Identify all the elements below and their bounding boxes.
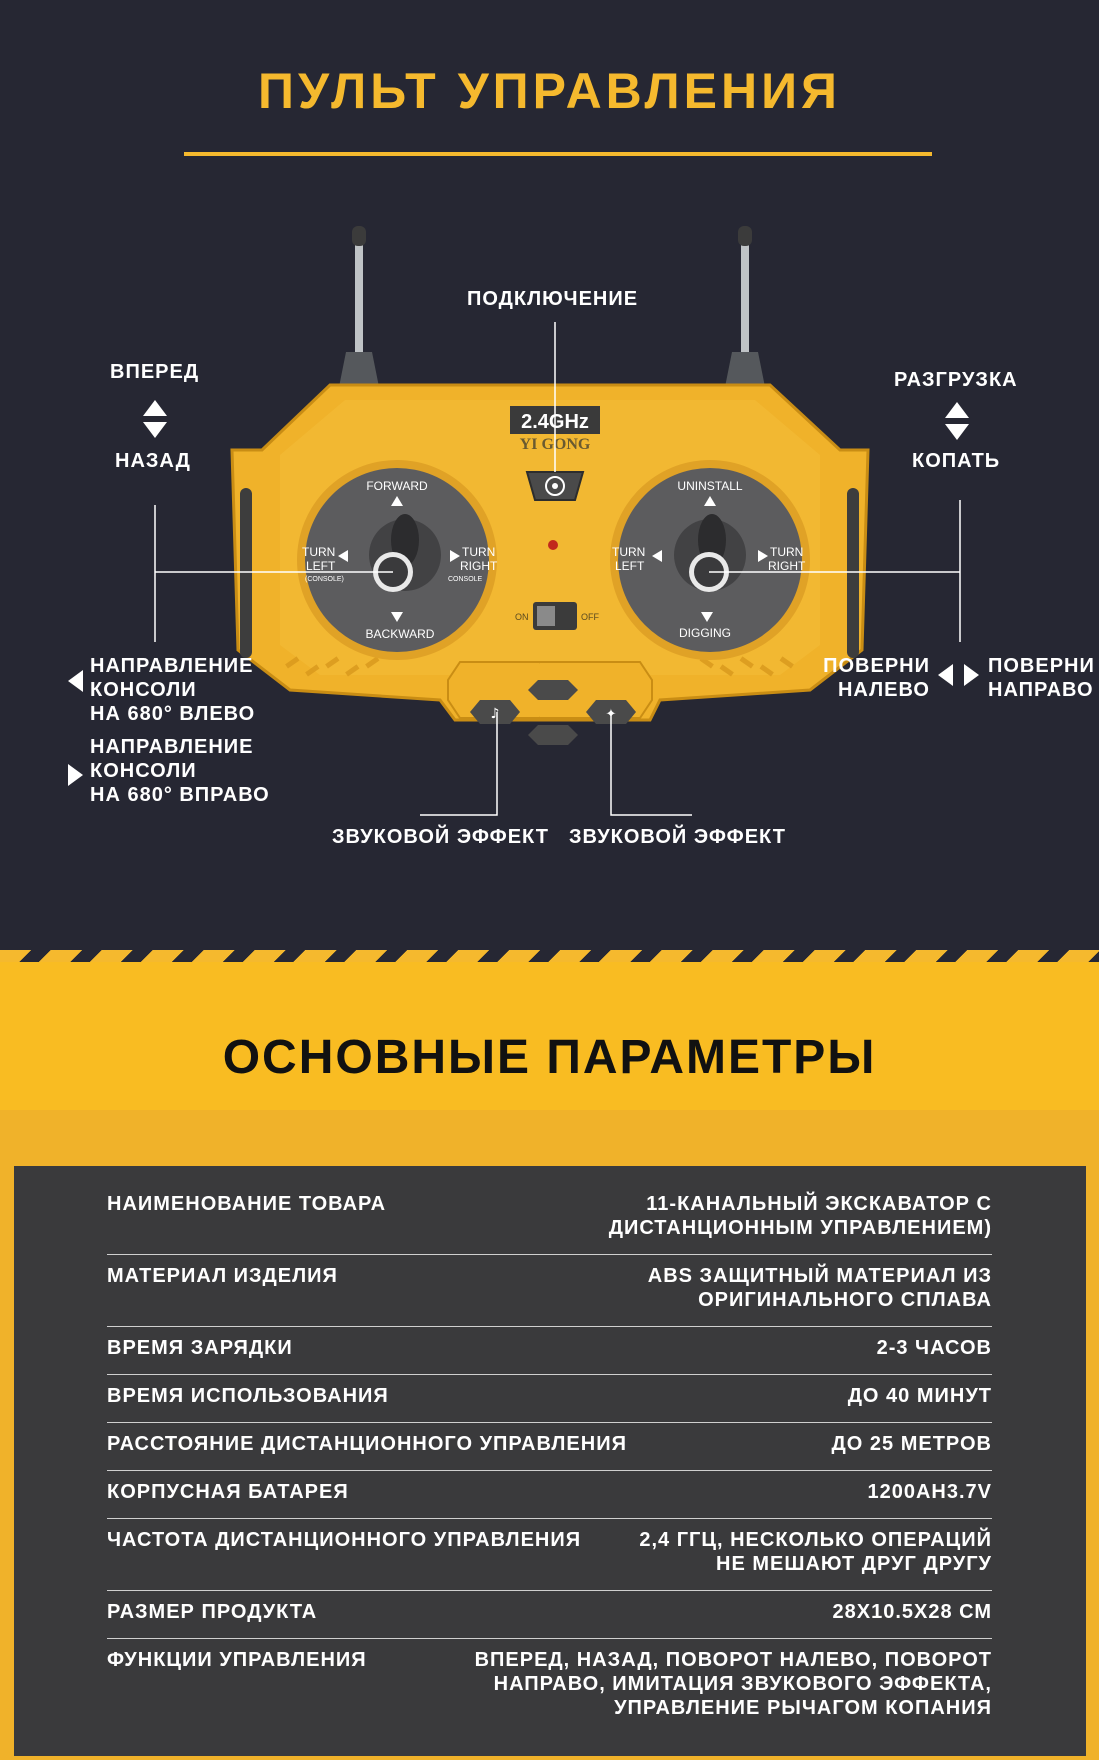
svg-text:♪: ♪ [491,706,500,722]
console-left-label: НАПРАВЛЕНИЕ КОНСОЛИ НА 680° ВЛЕВО [90,655,256,725]
forward-arrow-icon [143,400,167,416]
row-divider [107,1518,992,1519]
connect-label: ПОДКЛЮЧЕНИЕ [467,288,639,310]
svg-text:FORWARD: FORWARD [366,479,428,493]
param-key: МАТЕРИАЛ ИЗДЕЛИЯ [107,1265,338,1287]
svg-text:UNINSTALL: UNINSTALL [677,479,742,493]
turn-right-label: ПОВЕРНИ НАПРАВО [988,655,1095,701]
svg-text:TURN: TURN [612,545,645,559]
svg-text:CONSOLE: CONSOLE [448,576,483,583]
svg-text:TURN: TURN [462,545,495,559]
console-right-arrow-icon [68,764,83,786]
page-title: ПУЛЬТ УПРАВЛЕНИЯ [258,63,841,119]
leader-lines [154,322,961,816]
row-divider [107,1374,992,1375]
param-value: ДО 40 МИНУТ [847,1385,992,1407]
left-joystick-dial[interactable]: FORWARD BACKWARD TURN LEFT (CONSOLE) TUR… [297,460,498,660]
param-key: ФУНКЦИИ УПРАВЛЕНИЯ [107,1649,367,1671]
param-value: ABS ЗАЩИТНЫЙ МАТЕРИАЛ ИЗ ОРИГИНАЛЬНОГО С… [647,1265,992,1311]
forward-label: ВПЕРЕД [110,361,200,383]
title-underline [184,152,932,156]
param-key: РАЗМЕР ПРОДУКТА [107,1601,318,1623]
row-divider [107,1326,992,1327]
row-divider [107,1590,992,1591]
dig-arrow-icon [945,424,969,440]
svg-text:(CONSOLE): (CONSOLE) [305,576,344,583]
param-key: ЧАСТОТА ДИСТАНЦИОННОГО УПРАВЛЕНИЯ [107,1529,582,1551]
svg-text:RIGHT: RIGHT [460,559,498,573]
param-value: 28X10.5X28 СМ [832,1601,992,1623]
row-divider [107,1254,992,1255]
hazard-stripe [0,950,1099,962]
svg-text:DIGGING: DIGGING [679,626,731,640]
svg-text:LEFT: LEFT [306,559,336,573]
back-label: НАЗАД [115,450,191,472]
svg-text:LEFT: LEFT [615,559,645,573]
row-divider [107,1470,992,1471]
params-title: ОСНОВНЫЕ ПАРАМЕТРЫ [222,1031,877,1084]
svg-text:TURN: TURN [302,545,335,559]
svg-text:BACKWARD: BACKWARD [366,627,435,641]
turn-left-arrow-icon [938,664,953,686]
param-value: 11-КАНАЛЬНЫЙ ЭКСКАВАТОР С ДИСТАНЦИОННЫМ … [608,1193,992,1239]
svg-text:RIGHT: RIGHT [768,559,806,573]
unload-label: РАЗГРУЗКА [894,369,1018,391]
remote-illustration: 2.4GHz YI GONG ON OFF FORWARD BACKWARD T… [154,226,961,816]
turn-left-label: ПОВЕРНИ НАЛЕВО [823,655,930,701]
back-arrow-icon [143,422,167,438]
param-key: ВРЕМЯ ИСПОЛЬЗОВАНИЯ [107,1385,389,1407]
left-antenna [338,226,380,392]
svg-text:TURN: TURN [770,545,803,559]
row-divider [107,1638,992,1639]
param-key: РАССТОЯНИЕ ДИСТАНЦИОННОГО УПРАВЛЕНИЯ [107,1433,627,1455]
turn-right-arrow-icon [964,664,979,686]
svg-text:ON: ON [515,612,529,622]
right-antenna [724,226,766,392]
right-joystick-dial[interactable]: UNINSTALL DIGGING TURN LEFT TURN RIGHT [610,460,810,660]
param-value: 1200AH3.7V [867,1481,992,1503]
param-value: 2,4 ГГЦ, НЕСКОЛЬКО ОПЕРАЦИЙ НЕ МЕШАЮТ ДР… [639,1529,992,1575]
console-left-arrow-icon [68,670,83,692]
console-right-label: НАПРАВЛЕНИЕ КОНСОЛИ НА 680° ВПРАВО [90,736,270,806]
unload-arrow-icon [945,402,969,418]
row-divider [107,1422,992,1423]
dig-label: КОПАТЬ [912,450,1001,472]
power-led [548,540,558,550]
sound-effect-label-2: ЗВУКОВОЙ ЭФФЕКТ [569,826,786,848]
param-key: НАИМЕНОВАНИЕ ТОВАРА [107,1193,387,1215]
params-table [14,1166,1086,1756]
param-key: КОРПУСНАЯ БАТАРЕЯ [107,1481,349,1503]
bottom-buttons[interactable]: ♪ ✦ [447,661,653,745]
params-header-band [0,962,1099,1110]
param-value: ДО 25 МЕТРОВ [831,1433,992,1455]
param-value: ВПЕРЕД, НАЗАД, ПОВОРОТ НАЛЕВО, ПОВОРОТ Н… [474,1649,992,1719]
param-value: 2-3 ЧАСОВ [876,1337,992,1359]
param-key: ВРЕМЯ ЗАРЯДКИ [107,1337,293,1359]
sound-effect-label-1: ЗВУКОВОЙ ЭФФЕКТ [332,826,549,848]
svg-text:OFF: OFF [581,612,599,622]
